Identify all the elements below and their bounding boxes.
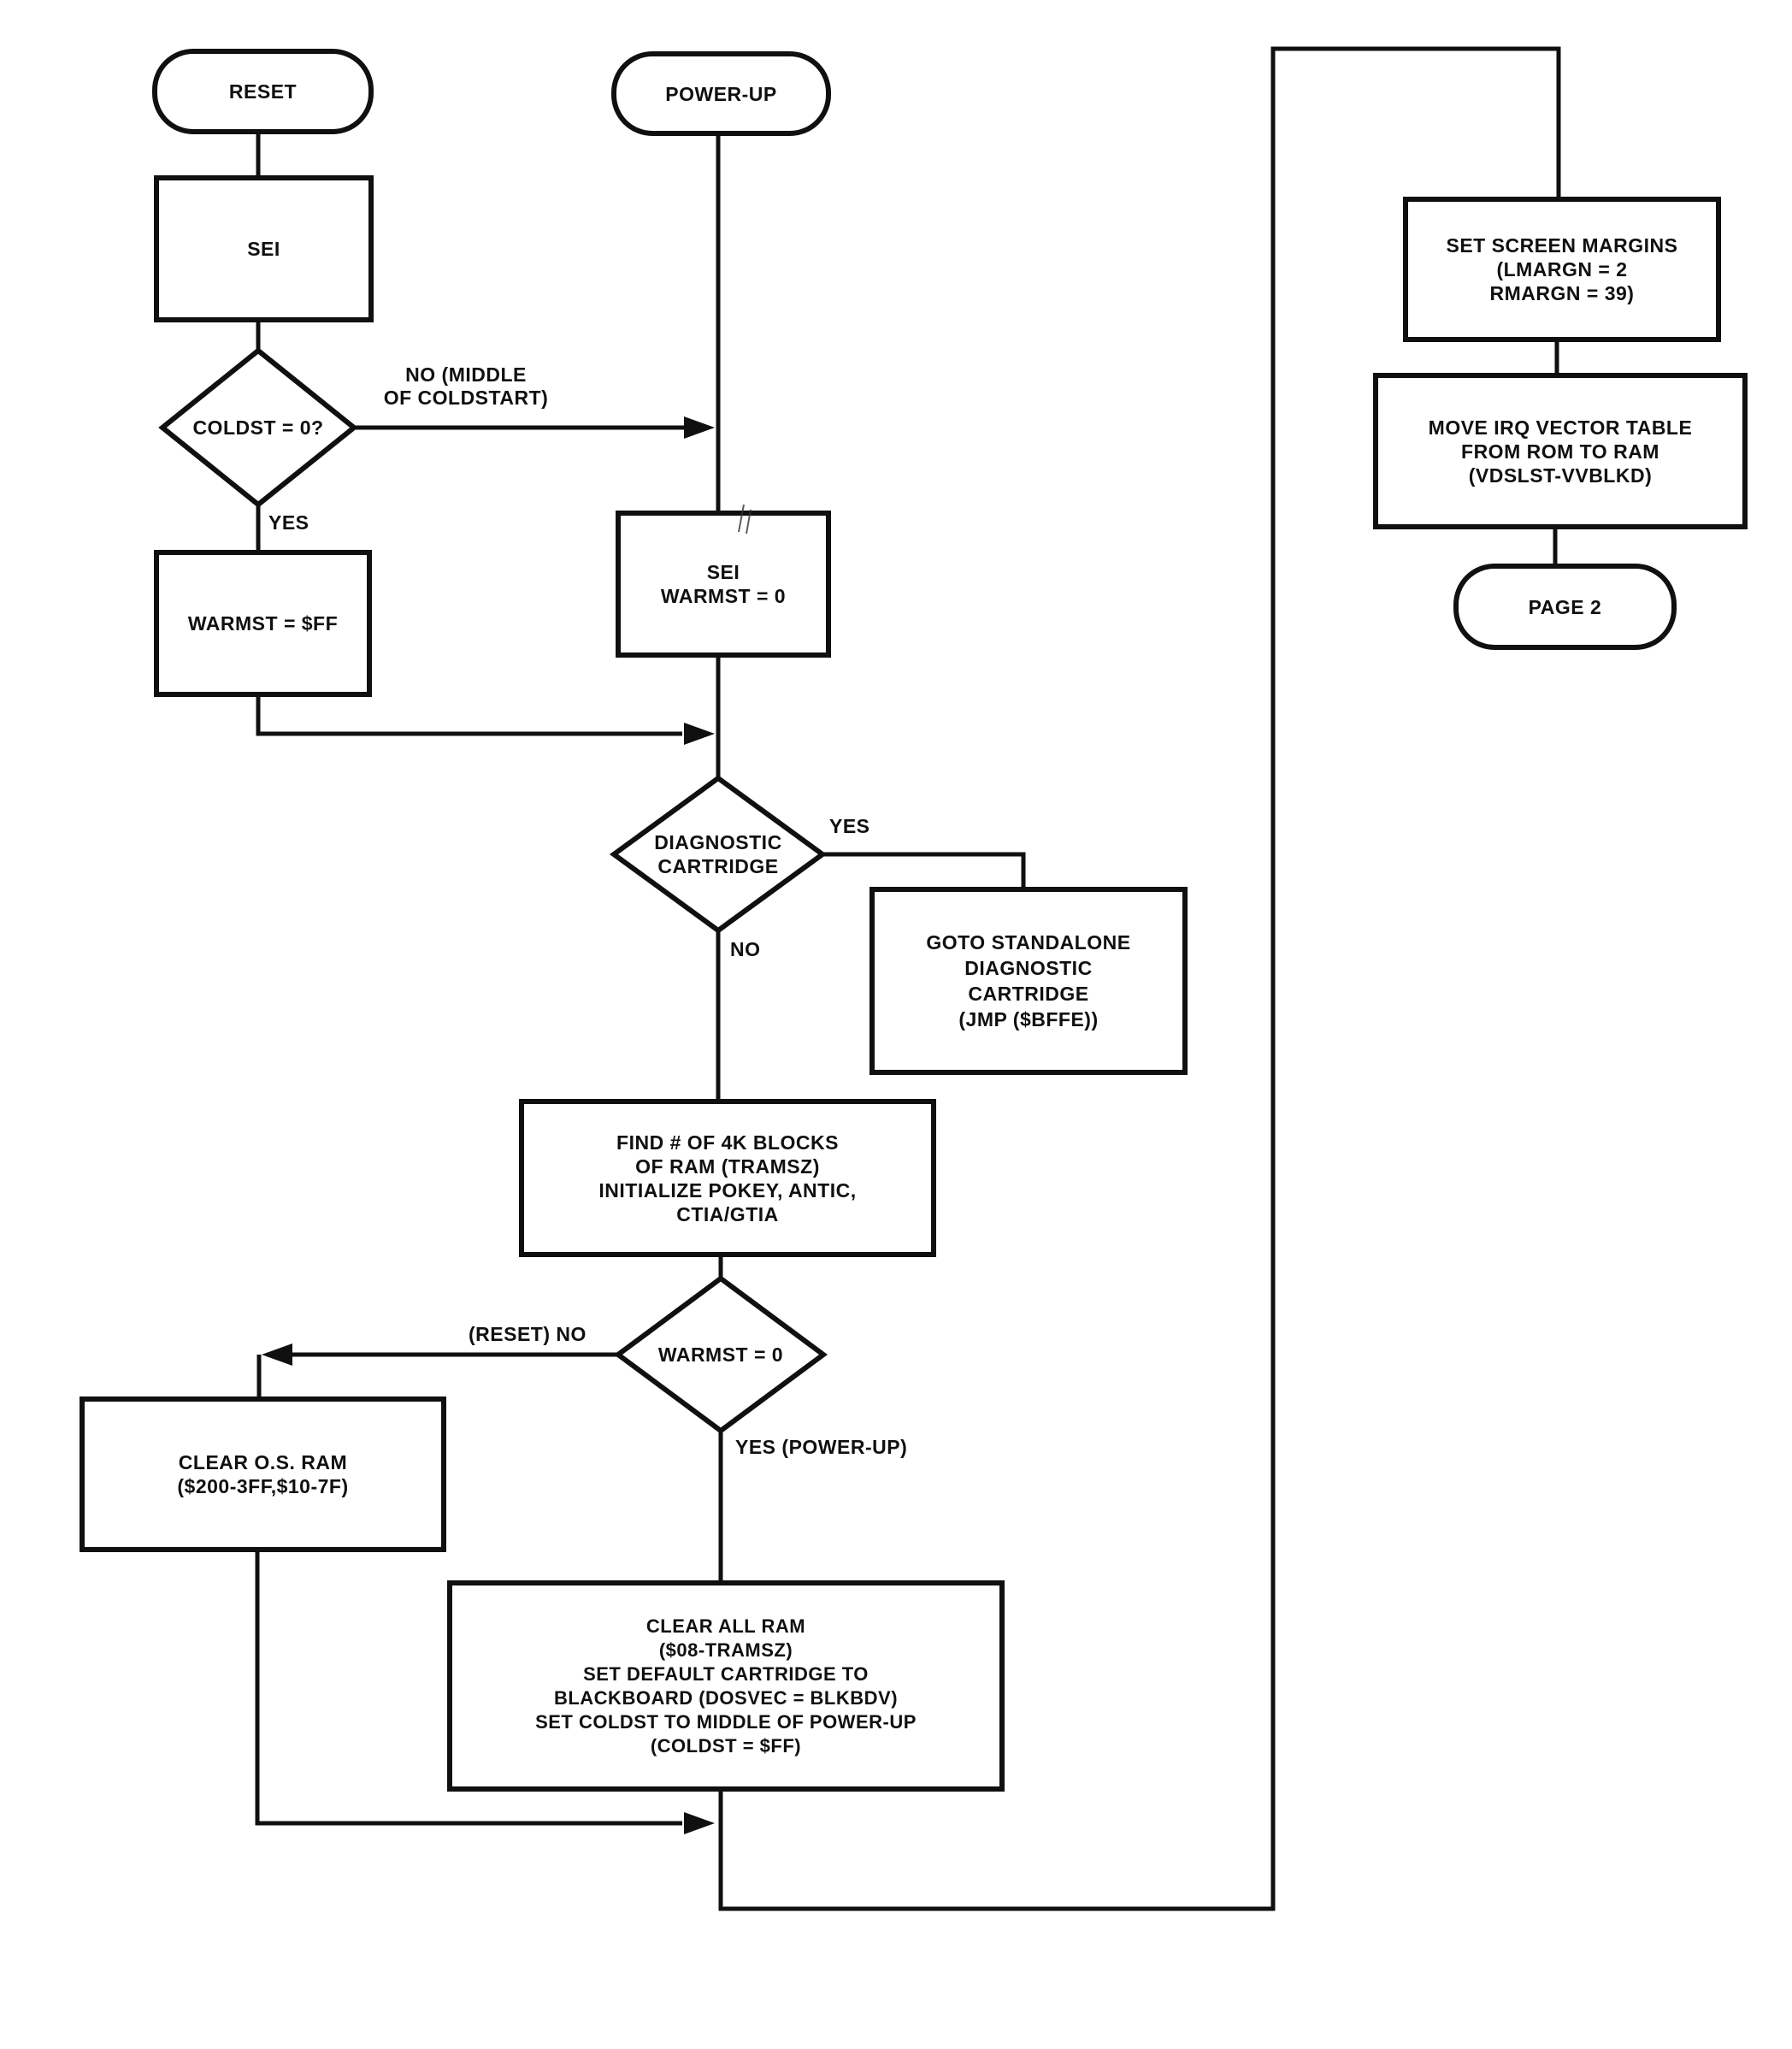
process-set-screen-margins: SET SCREEN MARGINS (LMARGN = 2 RMARGN = … xyxy=(1403,197,1721,342)
edge-label-yes-diagnostic: YES xyxy=(829,815,870,837)
decision-diag-cartridge-label: DIAGNOSTIC CARTRIDGE xyxy=(654,831,782,877)
process-clear-os-ram-label: CLEAR O.S. RAM ($200-3FF,$10-7F) xyxy=(177,1451,349,1497)
edge-clearos-merge xyxy=(255,1542,682,1826)
terminal-reset: RESET xyxy=(152,49,374,134)
edge-bottom-routing xyxy=(718,46,1561,1911)
decision-warmst-0: WARMST = 0 xyxy=(618,1278,823,1431)
process-clear-all-ram-label: CLEAR ALL RAM ($08-TRAMSZ) SET DEFAULT C… xyxy=(535,1615,917,1757)
process-move-irq-vector-table: MOVE IRQ VECTOR TABLE FROM ROM TO RAM (V… xyxy=(1373,373,1748,529)
process-sei: SEI xyxy=(154,175,374,322)
decision-coldst-label: COLDST = 0? xyxy=(192,416,324,439)
edge-label-no-diagnostic: NO xyxy=(730,938,761,960)
process-find-ram-blocks-label: FIND # OF 4K BLOCKS OF RAM (TRAMSZ) INIT… xyxy=(598,1131,857,1225)
arrowhead-coldst-no xyxy=(684,416,715,439)
process-sei-label: SEI xyxy=(247,238,280,260)
decision-warmst0-shape xyxy=(613,1275,828,1434)
decision-coldst-shape xyxy=(158,347,358,508)
terminal-page-2-label: PAGE 2 xyxy=(1528,595,1602,618)
terminal-reset-label: RESET xyxy=(228,80,298,103)
process-clear-os-ram: CLEAR O.S. RAM ($200-3FF,$10-7F) xyxy=(80,1397,446,1552)
decision-warmst-0-label: WARMST = 0 xyxy=(657,1343,784,1366)
process-warmst-ff: WARMST = $FF xyxy=(154,550,372,697)
decision-diag-cartridge: DIAGNOSTIC CARTRIDGE xyxy=(614,778,822,930)
terminal-page-2: PAGE 2 xyxy=(1453,564,1677,650)
decision-coldst: COLDST = 0? xyxy=(162,351,354,505)
arrowhead-warmst0-no xyxy=(262,1343,292,1366)
process-warmst-ff-label: WARMST = $FF xyxy=(187,612,339,635)
process-set-screen-margins-label: SET SCREEN MARGINS (LMARGN = 2 RMARGN = … xyxy=(1446,234,1678,304)
edge-warmstff-merge xyxy=(256,687,682,736)
edge-label-yes-power-up: YES (POWER-UP) xyxy=(735,1436,908,1458)
process-sei-warmst-0: SEI WARMST = 0 xyxy=(616,511,831,658)
edge-label-yes-coldstart: YES xyxy=(268,511,309,534)
edge-label-reset-no: (RESET) NO xyxy=(469,1323,587,1345)
terminal-power-up: POWER-UP xyxy=(611,51,831,136)
process-move-irq-vector-table-label: MOVE IRQ VECTOR TABLE FROM ROM TO RAM (V… xyxy=(1428,416,1693,487)
print-artifact xyxy=(738,504,752,534)
terminal-power-up-label: POWER-UP xyxy=(665,82,777,105)
arrowhead-clearos-merge xyxy=(684,1812,715,1834)
process-sei-warmst-0-label: SEI WARMST = 0 xyxy=(660,561,787,607)
decision-diag-cartridge-shape xyxy=(609,775,828,934)
edge-label-no-middle-of-coldstart: NO (MIDDLE OF COLDSTART) xyxy=(383,363,549,409)
edge-diag-yes xyxy=(822,852,1026,887)
process-goto-standalone-diagnostic-label: GOTO STANDALONE DIAGNOSTIC CARTRIDGE (JM… xyxy=(926,931,1131,1030)
process-clear-all-ram: CLEAR ALL RAM ($08-TRAMSZ) SET DEFAULT C… xyxy=(447,1580,1005,1792)
process-goto-standalone-diagnostic: GOTO STANDALONE DIAGNOSTIC CARTRIDGE (JM… xyxy=(869,887,1188,1075)
process-find-ram-blocks: FIND # OF 4K BLOCKS OF RAM (TRAMSZ) INIT… xyxy=(519,1099,936,1257)
arrowhead-warmstff-merge xyxy=(684,723,715,745)
